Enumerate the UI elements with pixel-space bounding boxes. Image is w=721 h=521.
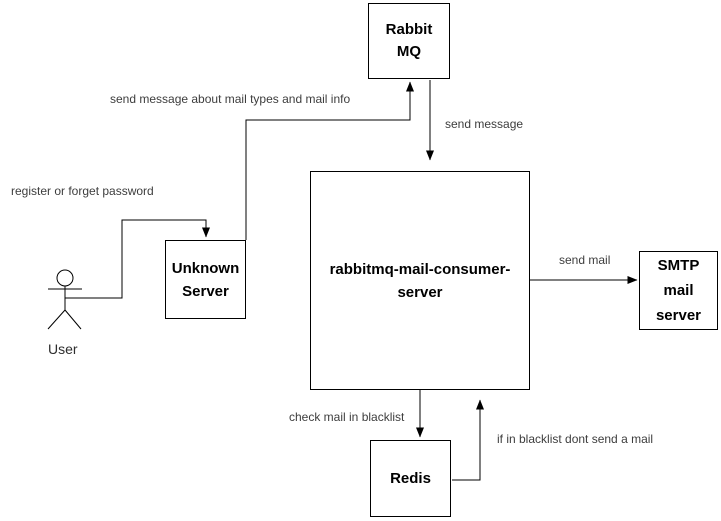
edge-label-if-blacklist-dont-send: if in blacklist dont send a mail xyxy=(497,432,654,446)
edge-label-register-or-forget-password: register or forget password xyxy=(11,184,154,198)
edge-label-check-mail-blacklist: check mail in blacklist xyxy=(289,410,405,424)
node-smtp-server-label-line1: SMTP xyxy=(657,257,700,274)
user-actor-label: User xyxy=(48,341,78,357)
node-smtp-server: SMTP mail server xyxy=(639,251,718,330)
user-actor-icon xyxy=(47,269,82,330)
node-rabbitmq: Rabbit MQ xyxy=(368,3,450,79)
node-smtp-server-label-line3: server xyxy=(655,307,702,324)
node-rabbitmq-label-line1: Rabbit xyxy=(385,21,433,38)
edge-label-send-message: send message xyxy=(445,117,524,131)
node-unknown-server-label-line2: Server xyxy=(182,282,229,300)
node-rabbitmq-label-line2: MQ xyxy=(396,43,422,60)
edge-redis-to-consumer-server xyxy=(452,399,484,481)
user-leg-left xyxy=(47,309,66,330)
node-redis: Redis xyxy=(370,440,451,517)
node-unknown-server: Unknown Server xyxy=(165,240,246,319)
edge-label-send-message-mail-types: send message about mail types and mail i… xyxy=(110,92,351,106)
edge-label-send-mail: send mail xyxy=(559,253,611,267)
node-smtp-server-label-line2: mail xyxy=(663,282,694,299)
node-consumer-server: rabbitmq-mail-consumer- server xyxy=(310,171,530,390)
edge-unknown-server-to-rabbitmq xyxy=(245,81,414,240)
user-leg-right xyxy=(64,309,82,330)
node-consumer-server-label-line2: server xyxy=(397,283,443,301)
node-redis-label: Redis xyxy=(390,470,431,487)
edge-user-to-unknown-server xyxy=(65,219,210,299)
node-consumer-server-label-line1: rabbitmq-mail-consumer- xyxy=(329,260,511,278)
node-unknown-server-label-line1: Unknown xyxy=(171,259,240,277)
user-head xyxy=(56,269,74,287)
